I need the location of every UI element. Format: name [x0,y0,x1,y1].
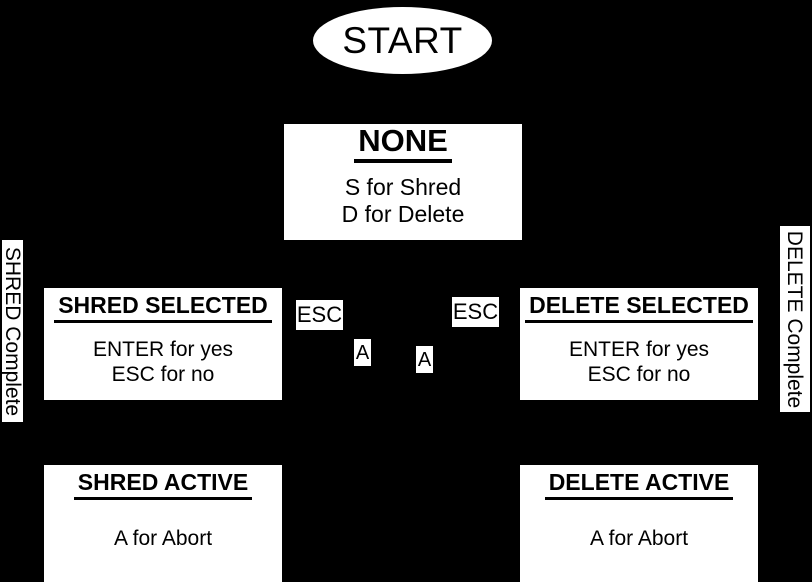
state-body-line: S for Shred [344,174,462,201]
state-title-shred-active: SHRED ACTIVE [73,471,253,500]
state-body-shred-selected: ENTER for yes ESC for no [44,328,282,400]
state-title-none: NONE [354,125,452,163]
state-title-row-delete-active: DELETE ACTIVE [520,465,758,506]
state-title-row-none: NONE [284,124,522,164]
edge-label-shred-complete-text: SHRED Complete [1,246,25,416]
state-node-shred-active[interactable]: SHRED ACTIVE A for Abort [44,465,282,582]
state-node-none[interactable]: NONE S for Shred D for Delete [284,124,522,240]
state-body-none: S for Shred D for Delete [284,164,522,240]
edge-label-esc-delete: ESC [452,297,499,327]
state-title-row-shred-selected: SHRED SELECTED [44,288,282,328]
state-title-row-delete-selected: DELETE SELECTED [520,288,758,328]
state-body-line: ENTER for yes [92,338,234,362]
state-node-shred-selected[interactable]: SHRED SELECTED ENTER for yes ESC for no [44,288,282,400]
edge-label-esc-shred: ESC [296,300,343,330]
state-node-delete-active[interactable]: DELETE ACTIVE A for Abort [520,465,758,582]
edge-label-shred-complete: SHRED Complete [1,240,25,422]
state-body-delete-selected: ENTER for yes ESC for no [520,328,758,400]
state-body-line: A for Abort [589,526,689,550]
state-body-line: A for Abort [113,526,213,550]
edge-label-delete-complete-text: DELETE Complete [783,230,807,408]
state-title-delete-selected: DELETE SELECTED [525,293,753,323]
state-body-line: ESC for no [111,363,215,386]
state-body-delete-active: A for Abort [520,506,758,582]
edge-label-abort-shred: A [354,339,371,366]
state-title-delete-active: DELETE ACTIVE [544,471,734,500]
state-body-line: ENTER for yes [568,338,710,362]
edge-label-abort-delete: A [416,346,433,373]
state-body-shred-active: A for Abort [44,506,282,582]
state-title-shred-selected: SHRED SELECTED [54,293,272,323]
state-title-row-shred-active: SHRED ACTIVE [44,465,282,506]
state-body-line: ESC for no [587,363,691,386]
start-node[interactable]: START [313,7,492,74]
state-body-line: D for Delete [341,201,465,227]
start-node-label: START [342,20,463,61]
edge-label-delete-complete: DELETE Complete [780,226,810,412]
state-node-delete-selected[interactable]: DELETE SELECTED ENTER for yes ESC for no [520,288,758,400]
